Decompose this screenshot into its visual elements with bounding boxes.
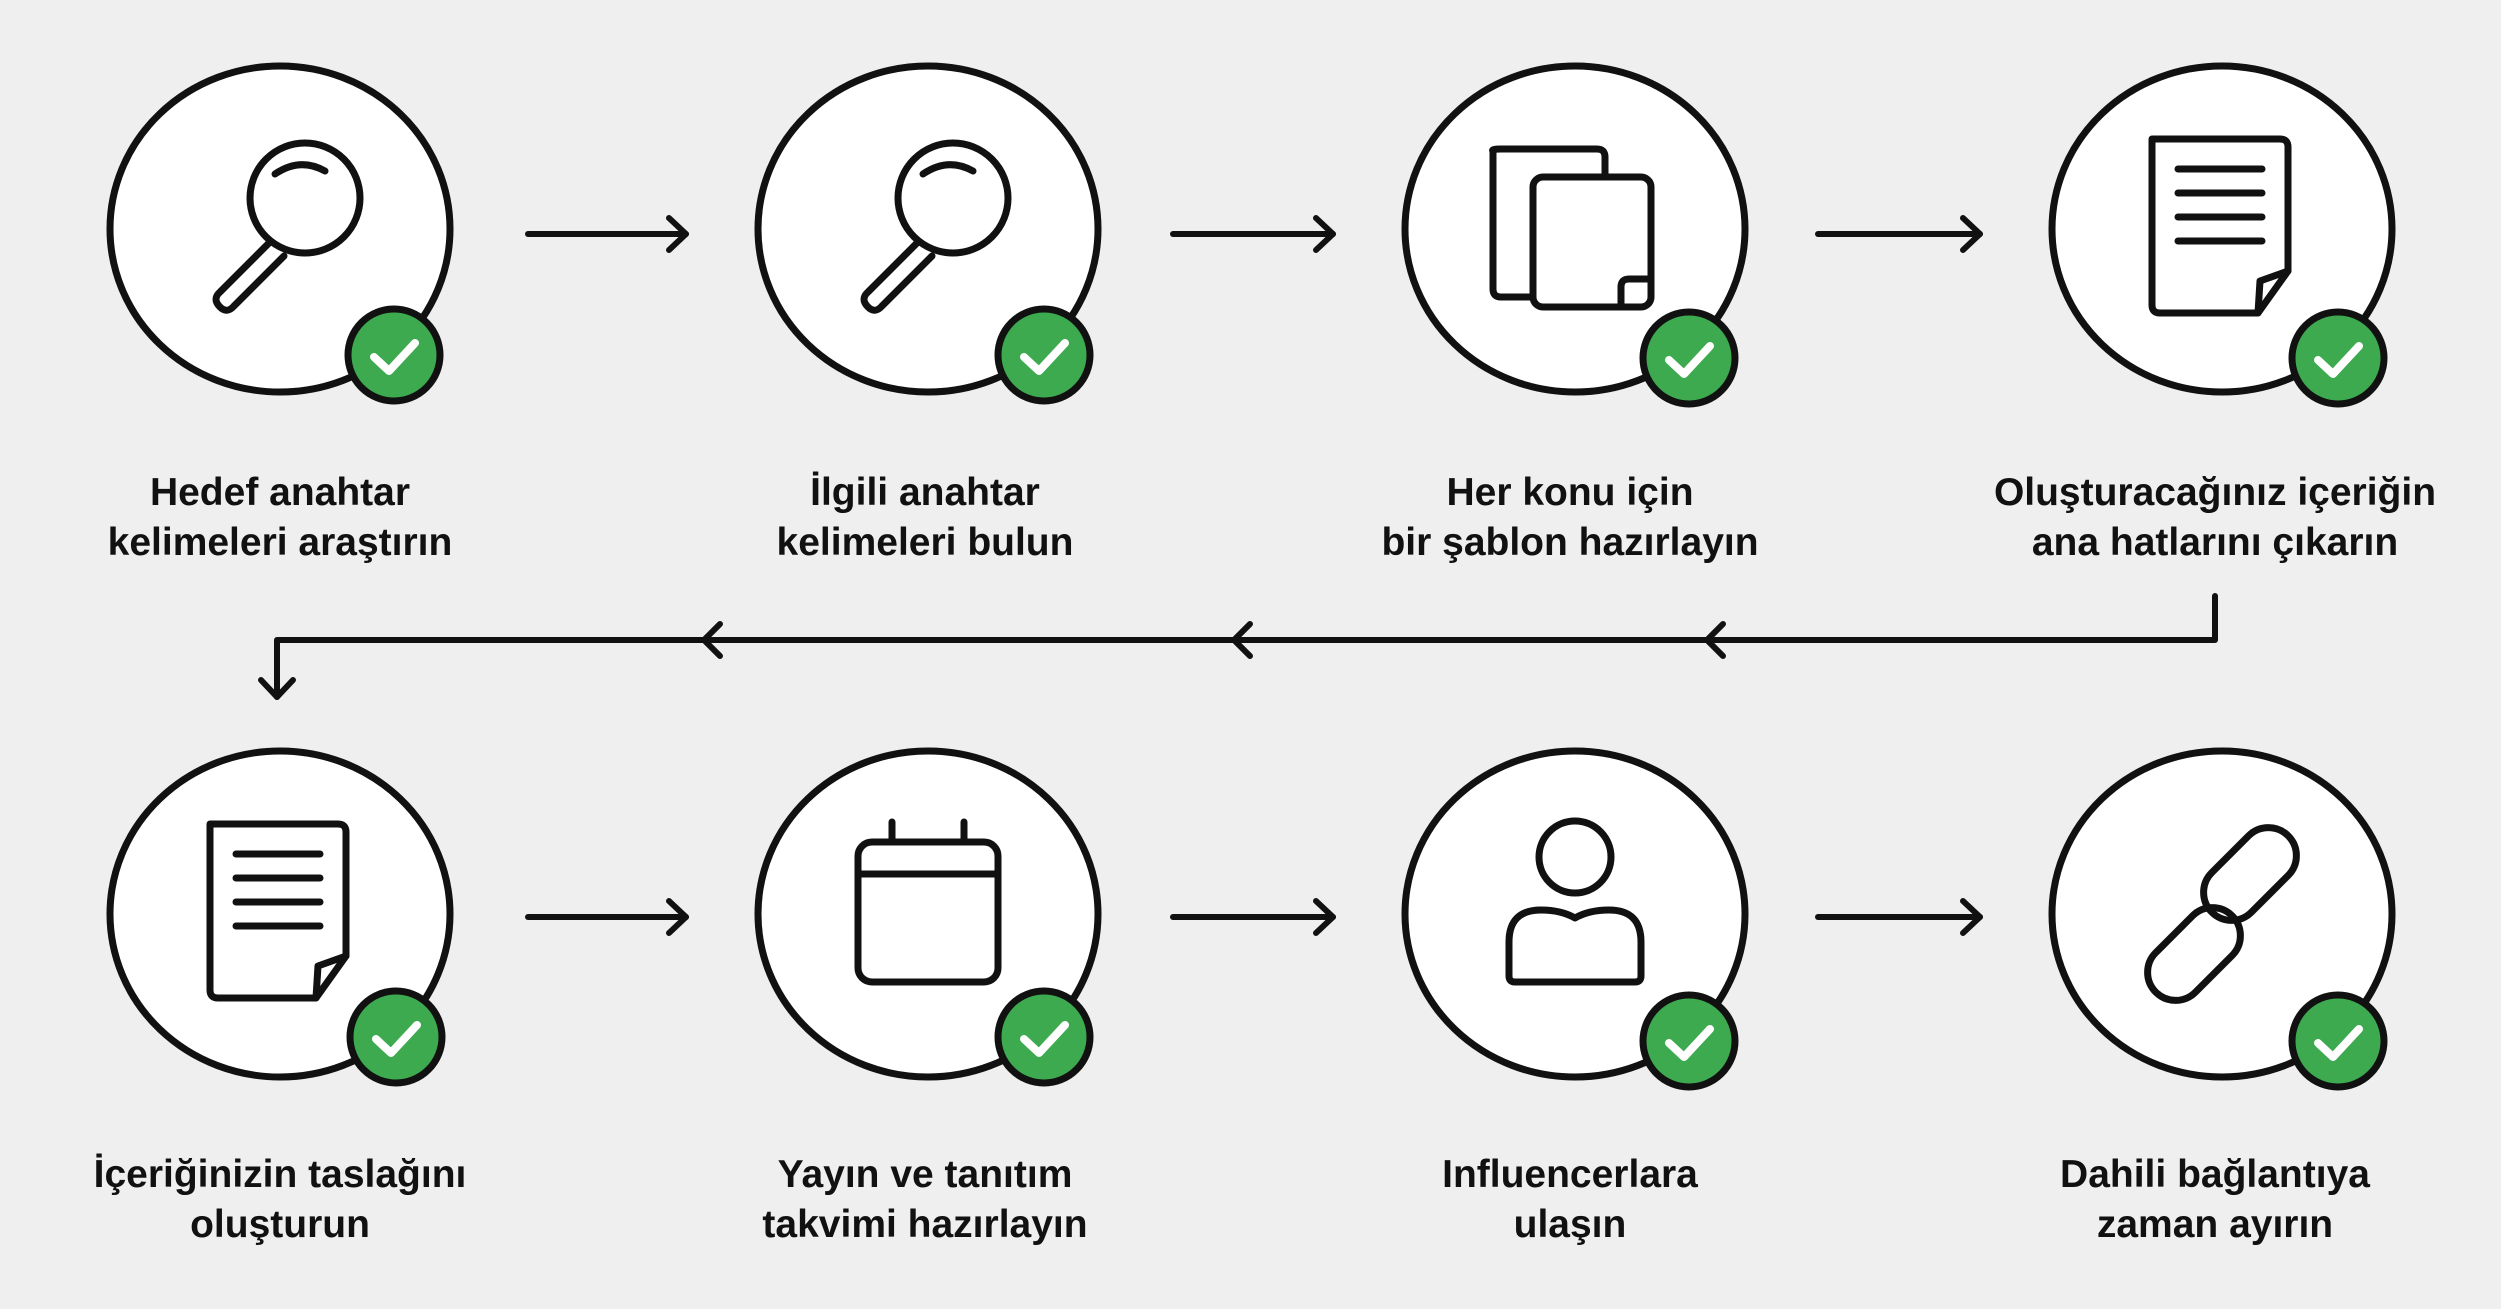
check-badge xyxy=(346,987,446,1087)
check-badge xyxy=(344,305,444,405)
check-badge xyxy=(2288,308,2388,408)
connector-chevron-2 xyxy=(1231,621,1253,659)
check-badge xyxy=(1639,991,1739,1091)
step-6-circle xyxy=(754,747,1102,1081)
connector-chevron-3 xyxy=(701,621,723,659)
magnifier-icon xyxy=(212,139,364,314)
check-badge xyxy=(994,987,1094,1087)
arrowhead-5-6 xyxy=(666,898,689,936)
document-icon xyxy=(2148,135,2292,317)
link-icon xyxy=(2144,824,2300,1004)
arrowhead-7-8 xyxy=(1960,898,1983,936)
connector-chevron-1 xyxy=(1704,621,1726,659)
document-icon xyxy=(206,820,350,1002)
step-1-circle xyxy=(106,62,454,396)
arrowhead-6-7 xyxy=(1313,898,1336,936)
check-badge xyxy=(1639,308,1739,408)
step-2-circle xyxy=(754,62,1102,396)
arrowhead-2-3 xyxy=(1313,215,1336,253)
check-badge xyxy=(2288,991,2388,1091)
arrowhead-connector-down xyxy=(258,677,296,700)
arrowhead-1-2 xyxy=(666,215,689,253)
step-7-circle xyxy=(1401,747,1749,1081)
calendar-icon xyxy=(854,818,1002,986)
template-pages-icon xyxy=(1489,145,1655,311)
step-8-circle xyxy=(2048,747,2396,1081)
arrow-row-connector xyxy=(274,593,2218,700)
person-icon xyxy=(1505,817,1645,986)
arrowhead-3-4 xyxy=(1960,215,1983,253)
check-badge xyxy=(994,305,1094,405)
magnifier-icon xyxy=(860,139,1012,314)
